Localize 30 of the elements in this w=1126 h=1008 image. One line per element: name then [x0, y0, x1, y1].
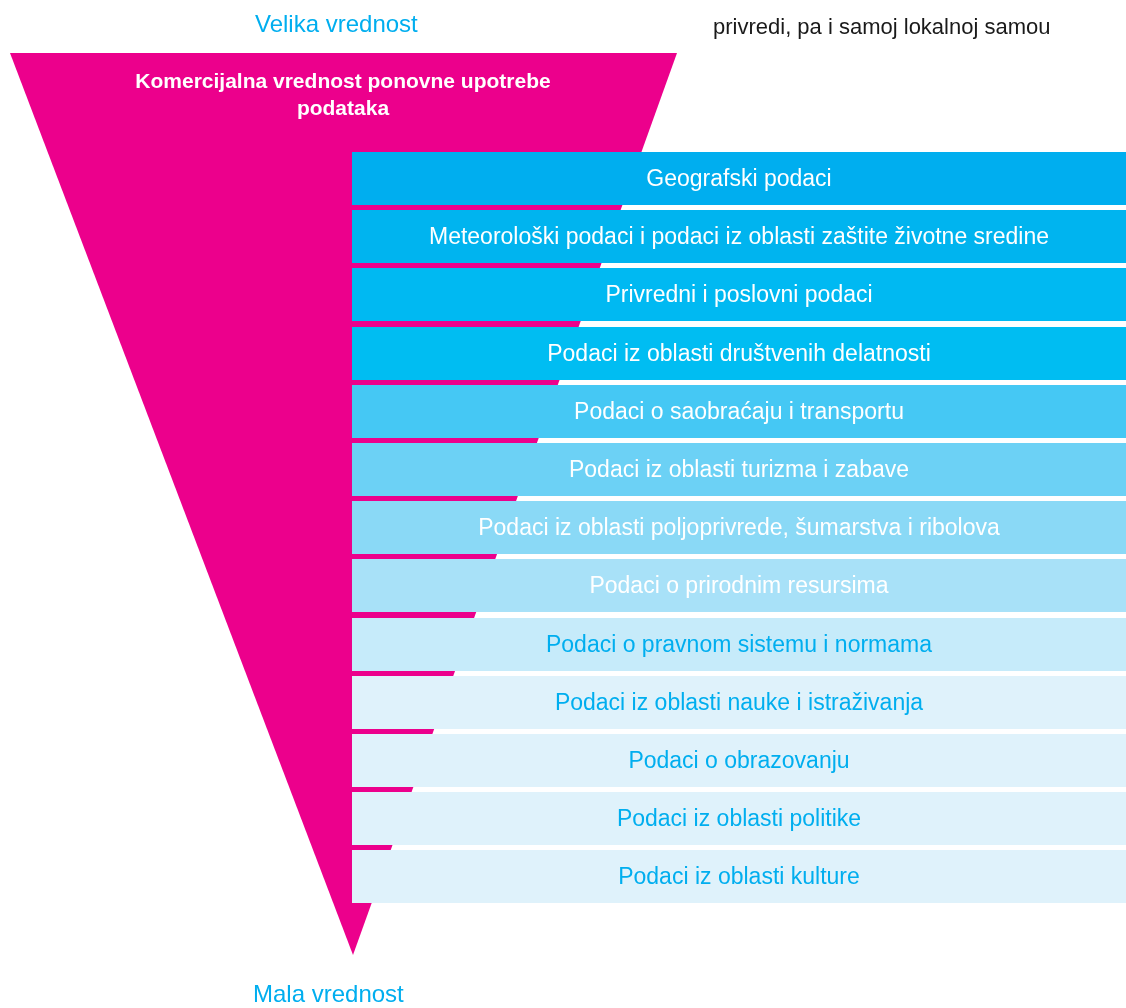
category-bar — [352, 675, 1126, 729]
category-bar — [352, 617, 1126, 671]
category-label: Meteorološki podaci i podaci iz oblasti zaštite životne sredine — [428, 223, 1049, 251]
category-label: Podaci o saobraćaju i transportu — [574, 397, 904, 425]
category-bar — [352, 384, 1126, 438]
category-bar — [352, 210, 1126, 264]
category-label: Geografski podaci — [646, 165, 832, 192]
category-label: Podaci iz oblasti politike — [616, 805, 862, 833]
category-label: Podaci iz oblasti turizma i zabave — [568, 456, 910, 483]
triangle-heading: Komercijalna vrednost ponovne upotrebe podataka — [134, 68, 552, 121]
category-label: Podaci o prirodnim resursima — [589, 572, 889, 600]
category-bar — [352, 734, 1126, 787]
category-bar — [352, 850, 1126, 904]
axis-end-label: Velika vrednost — [255, 10, 418, 38]
category-label: Privredni i poslovni podaci — [605, 281, 873, 309]
category-bar — [352, 152, 1126, 205]
category-label: Podaci o pravnom sistemu i normama — [545, 630, 933, 658]
category-bar — [352, 559, 1126, 613]
category-label: Podaci iz oblasti kulture — [618, 863, 860, 891]
category-bar — [352, 501, 1126, 555]
body-text-fragment: privredi, pa i samoj lokalnoj samou — [713, 14, 1051, 40]
category-label: Podaci o obrazovanju — [628, 747, 850, 774]
category-bar — [352, 792, 1126, 846]
category-label: Podaci iz oblasti nauke i istraživanja — [554, 688, 924, 716]
category-bar — [352, 268, 1126, 322]
category-label: Podaci iz oblasti društvenih delatnosti — [547, 339, 931, 367]
category-label: Podaci iz oblasti poljoprivrede, šumarstva i ribolova — [478, 514, 1000, 542]
axis-end-label: Mala vrednost — [253, 980, 404, 1008]
category-bar — [352, 326, 1126, 380]
category-bar — [352, 443, 1126, 496]
